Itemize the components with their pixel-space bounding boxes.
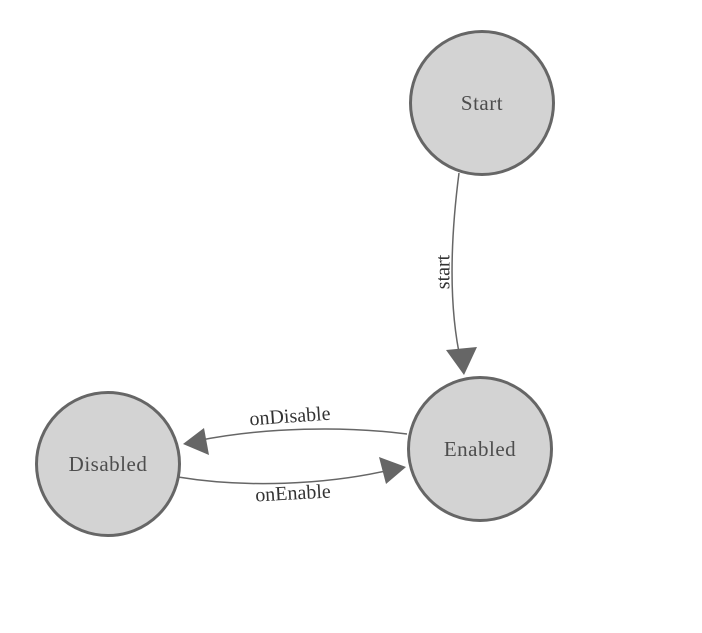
edge-label-start: start [432, 254, 455, 290]
edge-start-to-enabled[interactable] [451, 172, 462, 363]
edge-disabled-to-enabled[interactable] [177, 469, 391, 485]
state-node-enabled-label: Enabled [443, 436, 517, 461]
edge-label-onenable: onEnable [254, 480, 332, 507]
edge-enabled-to-disabled[interactable] [195, 428, 408, 442]
arrowhead-disabled-to-enabled [379, 457, 406, 484]
state-node-disabled[interactable]: Disabled [35, 391, 181, 537]
state-node-start[interactable]: Start [409, 30, 555, 176]
state-node-enabled[interactable]: Enabled [407, 376, 553, 522]
state-node-disabled-label: Disabled [68, 451, 148, 476]
arrowhead-start-to-enabled [446, 347, 477, 375]
state-node-start-label: Start [460, 90, 504, 115]
arrowhead-enabled-to-disabled [183, 428, 209, 455]
